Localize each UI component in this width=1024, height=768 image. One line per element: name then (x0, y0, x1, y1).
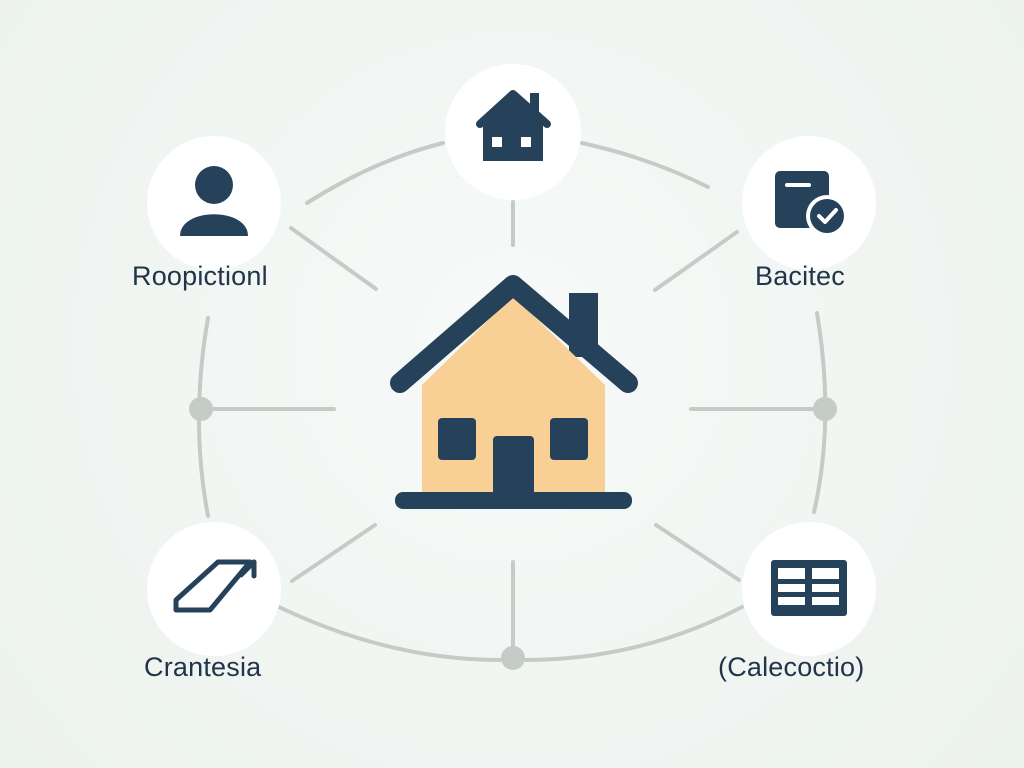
node-circle-bottom-left (147, 522, 281, 656)
node-circles (147, 64, 876, 656)
spoke-bottom-left (290, 523, 377, 583)
user-icon (180, 166, 248, 236)
house-icon (476, 90, 551, 161)
spoke-top-left (289, 226, 378, 291)
pencil-icon (173, 559, 257, 613)
junction-dot-left (189, 397, 213, 421)
node-label-top-left: Roopictionl (132, 261, 268, 291)
ring-arc-top (305, 141, 445, 205)
central-house-icon (390, 275, 638, 509)
node-label-top-right: Bacitec (755, 261, 845, 291)
node-label-bottom-right: (Calecoctio) (718, 652, 865, 682)
document-check-icon (775, 171, 848, 237)
book-icon (771, 560, 847, 616)
ring-arc-top-right (580, 141, 710, 189)
spoke-bottom-right (654, 523, 741, 582)
junction-dot-bottom (501, 646, 525, 670)
node-label-bottom-left: Crantesia (144, 652, 262, 682)
spokes (199, 200, 827, 654)
ring-arc-bottom-right (524, 605, 744, 662)
ring-arc-bottom-left (277, 605, 502, 662)
spoke-top-right (653, 230, 739, 292)
junction-dots (189, 397, 837, 670)
junction-dot-right (813, 397, 837, 421)
